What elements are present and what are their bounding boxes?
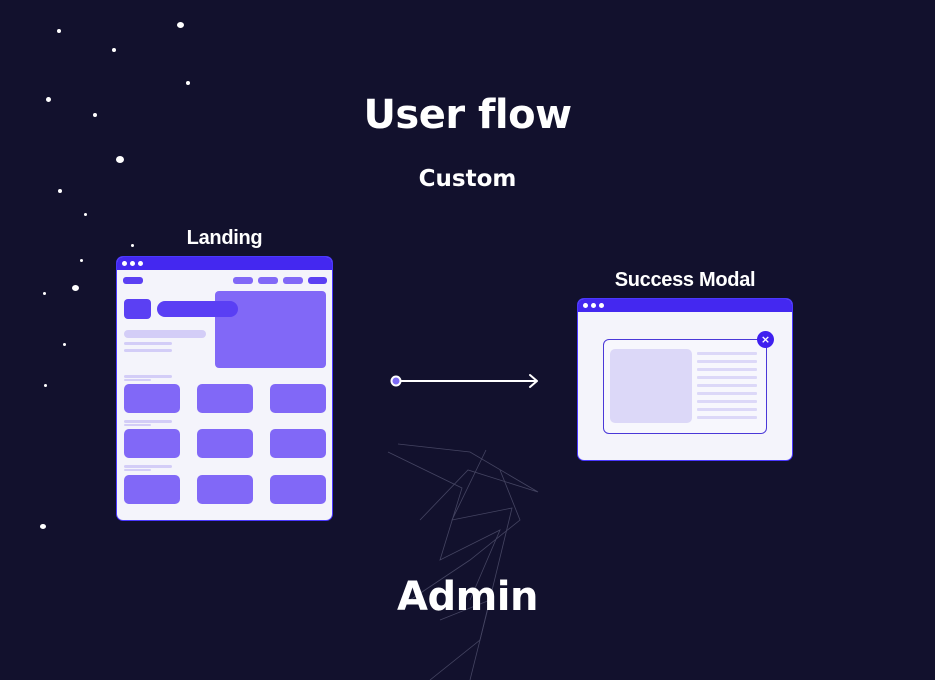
hero-headline xyxy=(157,301,238,317)
grid-card xyxy=(270,384,326,413)
section-label xyxy=(124,465,172,468)
star xyxy=(63,343,66,346)
star xyxy=(72,285,79,291)
nav-item xyxy=(233,277,253,284)
modal-dialog xyxy=(603,339,767,434)
star xyxy=(43,292,46,295)
hero-text-line xyxy=(124,330,206,338)
modal-text-line xyxy=(697,416,757,419)
window-titlebar xyxy=(117,257,332,270)
modal-text-line xyxy=(697,360,757,363)
grid-card xyxy=(124,475,180,504)
success-modal-label: Success Modal xyxy=(614,269,756,291)
star xyxy=(40,524,46,529)
landing-window[interactable] xyxy=(117,257,332,520)
grid-card xyxy=(197,429,253,458)
grid-card xyxy=(124,429,180,458)
grid-card xyxy=(270,475,326,504)
section-label xyxy=(124,379,151,381)
modal-text-line xyxy=(697,352,757,355)
star xyxy=(80,259,83,262)
star xyxy=(84,213,87,216)
window-dot xyxy=(130,261,135,266)
modal-text-line xyxy=(697,408,757,411)
star xyxy=(116,156,124,163)
hero-text-line xyxy=(124,342,172,345)
star xyxy=(112,48,116,52)
nav-item xyxy=(283,277,303,284)
admin-label: Admin xyxy=(397,574,538,620)
modal-image xyxy=(610,349,692,423)
modal-text-line xyxy=(697,376,757,379)
grid-card xyxy=(270,429,326,458)
window-dot xyxy=(591,303,596,308)
section-label xyxy=(124,420,172,423)
star xyxy=(46,97,51,102)
section-label xyxy=(124,469,151,471)
star xyxy=(177,22,184,28)
nav-item xyxy=(308,277,327,284)
success-modal-window[interactable]: × xyxy=(578,299,792,460)
hero-icon xyxy=(124,299,151,319)
arrow-start-dot xyxy=(390,375,402,387)
nav-item xyxy=(258,277,278,284)
section-label xyxy=(124,424,151,426)
star xyxy=(58,189,62,193)
star xyxy=(44,384,47,387)
diagram-subtitle: Custom xyxy=(418,166,517,192)
modal-text-line xyxy=(697,368,757,371)
landing-label: Landing xyxy=(186,227,263,249)
grid-card xyxy=(197,384,253,413)
star xyxy=(186,81,190,85)
window-titlebar xyxy=(578,299,792,312)
modal-text-line xyxy=(697,400,757,403)
section-label xyxy=(124,375,172,378)
close-icon[interactable]: × xyxy=(757,331,774,348)
window-dot xyxy=(599,303,604,308)
modal-text-line xyxy=(697,384,757,387)
window-dot xyxy=(138,261,143,266)
star xyxy=(131,244,134,247)
star xyxy=(93,113,97,117)
star xyxy=(57,29,61,33)
window-dot xyxy=(122,261,127,266)
flow-arrow xyxy=(390,374,538,388)
grid-card xyxy=(124,384,180,413)
modal-text-line xyxy=(697,392,757,395)
diagram-title: User flow xyxy=(363,92,572,138)
window-dot xyxy=(583,303,588,308)
nav-logo xyxy=(123,277,143,284)
grid-card xyxy=(197,475,253,504)
hero-text-line xyxy=(124,349,172,352)
